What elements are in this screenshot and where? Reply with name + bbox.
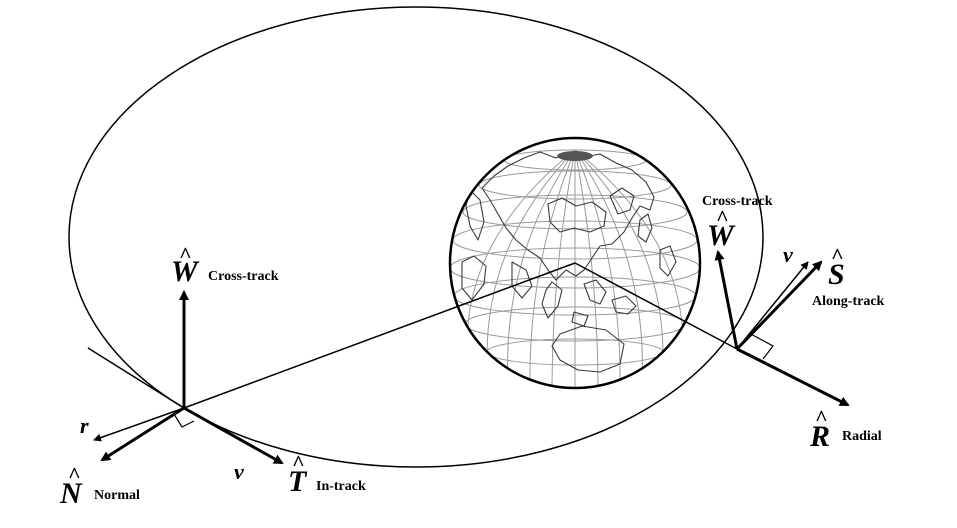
left-normal-label: Normal (94, 488, 140, 503)
right-radial-label: Radial (842, 429, 882, 444)
right-radial-arrow (736, 347, 850, 407)
right-cross-track-arrow (714, 250, 739, 350)
right-along-track-hat: ^ (831, 243, 844, 268)
left-in-track-label: In-track (316, 479, 366, 494)
left-in-track-arrow (183, 406, 284, 465)
right-frame: Cross-track W ^ v S ^ Along-track R ^ Ra… (702, 194, 885, 453)
left-r-arrow (93, 407, 185, 442)
right-along-track-symbol: S (828, 258, 845, 291)
earth-globe (448, 136, 702, 390)
left-tangent-line (87, 347, 185, 409)
right-radial-hat: ^ (815, 405, 828, 430)
left-normal-hat: ^ (68, 462, 81, 487)
globe-outline (448, 136, 702, 390)
left-normal-arrow (100, 406, 185, 462)
right-v-symbol: v (783, 242, 793, 267)
left-in-track-symbol: T (288, 465, 308, 498)
orbit-ellipse (68, 6, 764, 468)
globe-coastlines (461, 151, 677, 373)
right-along-track-arrow (735, 260, 823, 351)
left-cross-track-label: Cross-track (208, 269, 279, 284)
right-cross-track-symbol: W (707, 219, 736, 252)
left-normal-symbol: N (59, 477, 83, 510)
left-cross-track-hat: ^ (179, 242, 192, 267)
left-r-symbol: r (80, 413, 89, 438)
left-in-track-hat: ^ (292, 450, 305, 475)
radius-line-left (183, 262, 576, 409)
globe-north-pole-cap (557, 151, 593, 161)
right-along-track-label: Along-track (812, 294, 885, 309)
left-cross-track-symbol: W (171, 255, 200, 288)
right-right-angle-marker (748, 332, 774, 360)
right-cross-track-hat: ^ (716, 205, 729, 230)
right-radial-symbol: R (809, 420, 830, 453)
right-v-arrow (736, 261, 809, 350)
left-v-symbol: v (234, 459, 244, 484)
right-cross-track-label: Cross-track (702, 194, 773, 209)
radius-line-right (574, 262, 738, 350)
left-frame: W ^ Cross-track r N ^ Normal v T ^ In-tr… (59, 242, 366, 510)
left-right-angle-marker (173, 413, 195, 428)
